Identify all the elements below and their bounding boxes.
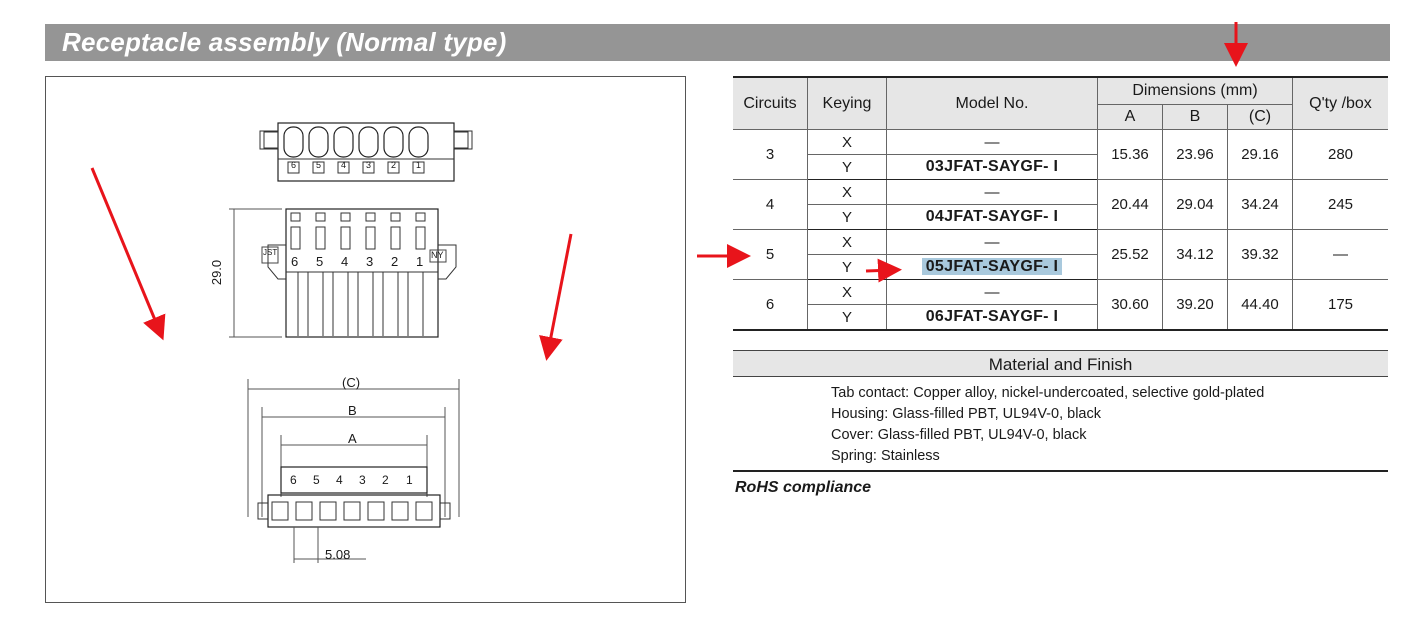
cell-keying: Y — [807, 304, 887, 331]
bottom-num-5: 5 — [313, 473, 320, 487]
section-title-bar: Receptacle assembly (Normal type) — [45, 24, 1390, 61]
side-num-2: 2 — [391, 254, 399, 269]
cell-keying: Y — [807, 154, 887, 180]
bottom-num-6: 6 — [290, 473, 297, 487]
cell-keying: Y — [807, 254, 887, 280]
cell-circuits: 4 — [733, 179, 808, 230]
cell-dim-b: 34.12 — [1162, 229, 1228, 280]
col-c: (C) — [1227, 104, 1293, 130]
cell-keying: X — [807, 229, 887, 255]
material-line: Tab contact: Copper alloy, nickel-underc… — [831, 385, 1265, 401]
col-qty: Q'ty /box — [1292, 76, 1388, 130]
cell-model: — — [886, 179, 1098, 205]
cell-model-highlighted[interactable]: 05JFAT-SAYGF- I — [886, 254, 1098, 280]
cell-dim-a: 25.52 — [1097, 229, 1163, 280]
col-b: B — [1162, 104, 1228, 130]
material-line: Housing: Glass-filled PBT, UL94V-0, blac… — [831, 406, 1101, 422]
selected-model-text[interactable]: 05JFAT-SAYGF- I — [921, 258, 1063, 275]
jst-mark: JST — [263, 248, 278, 257]
bottom-num-2: 2 — [382, 473, 389, 487]
cell-keying: X — [807, 279, 887, 305]
cell-qty: 245 — [1292, 179, 1388, 230]
bottom-num-1: 1 — [406, 473, 413, 487]
cell-qty: 175 — [1292, 279, 1388, 331]
bottom-view — [247, 379, 460, 563]
cell-model: 04JFAT-SAYGF- I — [886, 204, 1098, 230]
material-line: Cover: Glass-filled PBT, UL94V-0, black — [831, 427, 1087, 443]
cell-qty: — — [1292, 229, 1388, 280]
cell-model: — — [886, 229, 1098, 255]
cell-dim-c: 34.24 — [1227, 179, 1293, 230]
table-row: Y 06JFAT-SAYGF- I — [733, 304, 1388, 331]
ny-mark: NY — [431, 250, 444, 260]
cell-circuits: 5 — [733, 229, 808, 280]
specification-table: Circuits Keying Model No. Dimensions (mm… — [733, 76, 1388, 331]
material-heading: Material and Finish — [733, 350, 1388, 377]
col-keying: Keying — [807, 76, 887, 130]
col-a: A — [1097, 104, 1163, 130]
pitch-dimension: 5.08 — [325, 547, 351, 562]
side-num-4: 4 — [341, 254, 349, 269]
bottom-view-numbers: 6 5 4 3 2 1 — [284, 473, 429, 489]
table-row: Y 05JFAT-SAYGF- I — [733, 254, 1388, 280]
cell-dim-c: 29.16 — [1227, 129, 1293, 180]
cell-dim-a: 15.36 — [1097, 129, 1163, 180]
cell-keying: Y — [807, 204, 887, 230]
cell-dim-b: 39.20 — [1162, 279, 1228, 331]
top-num-2: 2 — [391, 160, 397, 170]
top-view-numbers: 6 5 4 3 2 1 — [287, 160, 427, 174]
bottom-num-3: 3 — [359, 473, 366, 487]
side-num-3: 3 — [366, 254, 374, 269]
cell-model: — — [886, 129, 1098, 155]
cell-keying: X — [807, 129, 887, 155]
cell-dim-a: 20.44 — [1097, 179, 1163, 230]
top-num-4: 4 — [341, 160, 347, 170]
cell-dim-c: 39.32 — [1227, 229, 1293, 280]
cell-circuits: 3 — [733, 129, 808, 180]
connector-drawing-svg — [229, 122, 473, 563]
table-row: 5 X — 25.52 34.12 39.32 — — [733, 229, 1388, 280]
top-num-6: 6 — [291, 160, 297, 170]
top-num-3: 3 — [366, 160, 372, 170]
bottom-num-4: 4 — [336, 473, 343, 487]
cell-keying: X — [807, 179, 887, 205]
cell-model: — — [886, 279, 1098, 305]
table-row: 6 X — 30.60 39.20 44.40 175 — [733, 279, 1388, 331]
cell-model: 06JFAT-SAYGF- I — [886, 304, 1098, 331]
table-row: 4 X — 20.44 29.04 34.24 245 — [733, 179, 1388, 230]
material-divider — [733, 470, 1388, 472]
top-num-5: 5 — [316, 160, 322, 170]
col-circuits: Circuits — [733, 76, 808, 130]
dim-a-label: A — [348, 431, 357, 446]
dim-c-label: (C) — [342, 375, 361, 390]
side-num-5: 5 — [316, 254, 324, 269]
rohs-label: RoHS compliance — [735, 479, 872, 496]
col-dimensions: Dimensions (mm) — [1097, 76, 1293, 105]
side-view — [229, 208, 457, 338]
col-model: Model No. — [886, 76, 1098, 130]
cell-model: 03JFAT-SAYGF- I — [886, 154, 1098, 180]
side-view-numbers: 6 5 4 3 2 1 — [286, 254, 436, 270]
side-num-6: 6 — [291, 254, 299, 269]
dim-b-label: B — [348, 403, 357, 418]
cell-dim-c: 44.40 — [1227, 279, 1293, 331]
height-dimension: 29.0 — [209, 259, 225, 286]
cell-dim-b: 29.04 — [1162, 179, 1228, 230]
side-num-1: 1 — [416, 254, 424, 269]
top-view — [259, 122, 473, 182]
technical-drawing: 6 5 4 3 2 1 6 5 4 3 2 1 JST NY 29.0 (C) … — [45, 76, 686, 603]
cell-circuits: 6 — [733, 279, 808, 331]
table-row: 3 X — 15.36 23.96 29.16 280 — [733, 129, 1388, 180]
section-title: Receptacle assembly (Normal type) — [62, 27, 507, 57]
material-list: Tab contact: Copper alloy, nickel-underc… — [831, 383, 1264, 467]
top-num-1: 1 — [416, 160, 422, 170]
table-row: Y 04JFAT-SAYGF- I — [733, 204, 1388, 230]
cell-qty: 280 — [1292, 129, 1388, 180]
cell-dim-a: 30.60 — [1097, 279, 1163, 331]
material-line: Spring: Stainless — [831, 448, 940, 464]
cell-dim-b: 23.96 — [1162, 129, 1228, 180]
